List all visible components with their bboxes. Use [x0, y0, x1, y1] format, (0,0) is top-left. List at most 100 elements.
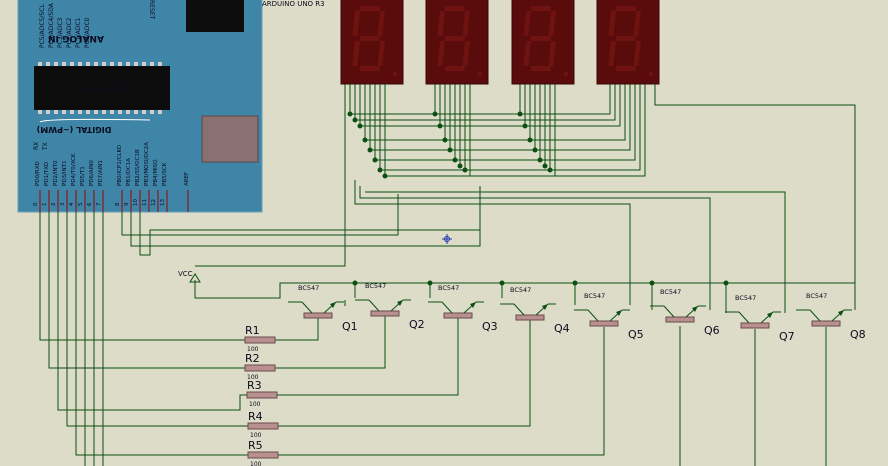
svg-text:PD6/AIN0: PD6/AIN0	[89, 160, 95, 186]
svg-text:2: 2	[51, 203, 57, 207]
segment	[523, 41, 532, 66]
svg-text:PB5/SCK: PB5/SCK	[162, 162, 168, 186]
transistor-part: BC547	[660, 288, 681, 296]
crosshair-cursor-icon	[442, 234, 452, 244]
transistor-ref: Q1	[342, 320, 358, 333]
transistor-part: BC547	[806, 292, 827, 300]
digital-header-bracket	[39, 118, 151, 123]
segment	[608, 11, 616, 36]
segment	[359, 36, 381, 41]
resistor-value: 100	[247, 374, 259, 381]
segment	[359, 66, 380, 71]
segment	[437, 11, 445, 36]
resistor-value: 100	[249, 401, 261, 408]
pin-numbers: 0 1 2 3 4 5 6 7 8 9 10 11 12 13	[33, 199, 166, 206]
transistor-ref: Q3	[482, 320, 498, 333]
oscillator-block	[201, 115, 259, 163]
transistor-part: BC547	[298, 284, 319, 292]
resistor-r1[interactable]: R1 100	[244, 324, 276, 353]
transistor-part: BC547	[365, 282, 386, 290]
seven-segment-displays: 8888	[340, 0, 660, 85]
transistor-part: BC547	[438, 284, 459, 292]
svg-text:PD2/INT0: PD2/INT0	[53, 160, 59, 186]
svg-text:PB4/MISO: PB4/MISO	[153, 159, 159, 186]
resistor-value: 100	[247, 346, 259, 353]
resistor-value: 100	[250, 461, 262, 466]
segment	[548, 11, 556, 36]
seven-segment-display[interactable]: 8	[511, 0, 575, 85]
segment	[548, 41, 557, 66]
resistor-ref: R1	[245, 324, 260, 337]
decimal-point	[393, 72, 397, 76]
segment	[437, 41, 445, 66]
svg-text:8: 8	[115, 202, 121, 206]
seven-segment-display[interactable]: 8	[425, 0, 489, 85]
segment	[530, 6, 551, 11]
segment	[359, 6, 380, 11]
svg-text:PD1/TXD: PD1/TXD	[44, 162, 50, 186]
resistor-ref: R4	[248, 410, 263, 423]
tx-label: TX	[42, 142, 49, 151]
transistor-ref: Q4	[554, 322, 570, 335]
junction-dots	[347, 111, 729, 286]
segment	[615, 6, 636, 11]
segment	[352, 11, 360, 36]
chip-sub-label: 1121	[110, 78, 123, 84]
resistor-r4[interactable]: R4 100	[247, 410, 279, 439]
segment	[377, 11, 385, 36]
arduino-board[interactable]: ARDUINO UNO R3 RESET PC5/ADC5/SCL PC4/AD…	[17, 0, 325, 213]
svg-text:PC5/ADC5/SCL: PC5/ADC5/SCL	[39, 4, 46, 48]
transistor-ref: Q6	[704, 324, 720, 337]
svg-text:6: 6	[87, 202, 93, 206]
svg-text:10: 10	[133, 199, 139, 206]
seven-segment-display[interactable]: 8	[596, 0, 660, 85]
wires	[39, 84, 856, 466]
decimal-point	[649, 72, 653, 76]
svg-text:9: 9	[124, 202, 130, 206]
segment	[530, 66, 551, 71]
segment	[523, 11, 531, 36]
svg-text:0: 0	[33, 202, 39, 206]
svg-text:PC1/ADC1: PC1/ADC1	[75, 17, 82, 48]
transistor-part: BC547	[510, 286, 531, 294]
decimal-point	[478, 72, 482, 76]
svg-text:11: 11	[142, 199, 148, 206]
resistor-r3[interactable]: R3 100	[246, 379, 278, 408]
svg-text:PD5/T1: PD5/T1	[80, 166, 86, 186]
transistors: BC547Q1BC547Q2BC547Q3BC547Q4BC547Q5BC547…	[288, 282, 866, 343]
segment	[444, 36, 466, 41]
segment	[530, 36, 551, 41]
svg-text:7: 7	[96, 202, 102, 206]
resistor-ref: R3	[247, 379, 262, 392]
transistor-ref: Q7	[779, 330, 795, 343]
svg-text:PB0/ICP1/CLKO: PB0/ICP1/CLKO	[117, 144, 123, 186]
seven-segment-display[interactable]: 8	[340, 0, 404, 85]
vcc-label: VCC	[178, 270, 193, 278]
board-title: ARDUINO UNO R3	[262, 0, 325, 8]
segment	[377, 41, 385, 66]
rx-label: RX	[33, 142, 40, 150]
atmega-chip[interactable]: ATMEGA328P-PU 1121	[34, 62, 170, 114]
segment	[462, 11, 470, 36]
svg-text:PD4/T0/XCK: PD4/T0/XCK	[71, 153, 77, 186]
resistor-value: 100	[250, 432, 262, 439]
transistor-ref: Q2	[409, 318, 425, 331]
decimal-point	[564, 72, 568, 76]
transistor-ref: Q5	[628, 328, 644, 341]
svg-text:1: 1	[42, 203, 48, 207]
chip-label: ATMEGA328P-PU	[77, 85, 127, 92]
reset-header	[186, 0, 244, 32]
digital-header: DIGITAL (~PWM)	[37, 125, 112, 134]
vcc-terminal[interactable]: VCC	[178, 270, 201, 283]
